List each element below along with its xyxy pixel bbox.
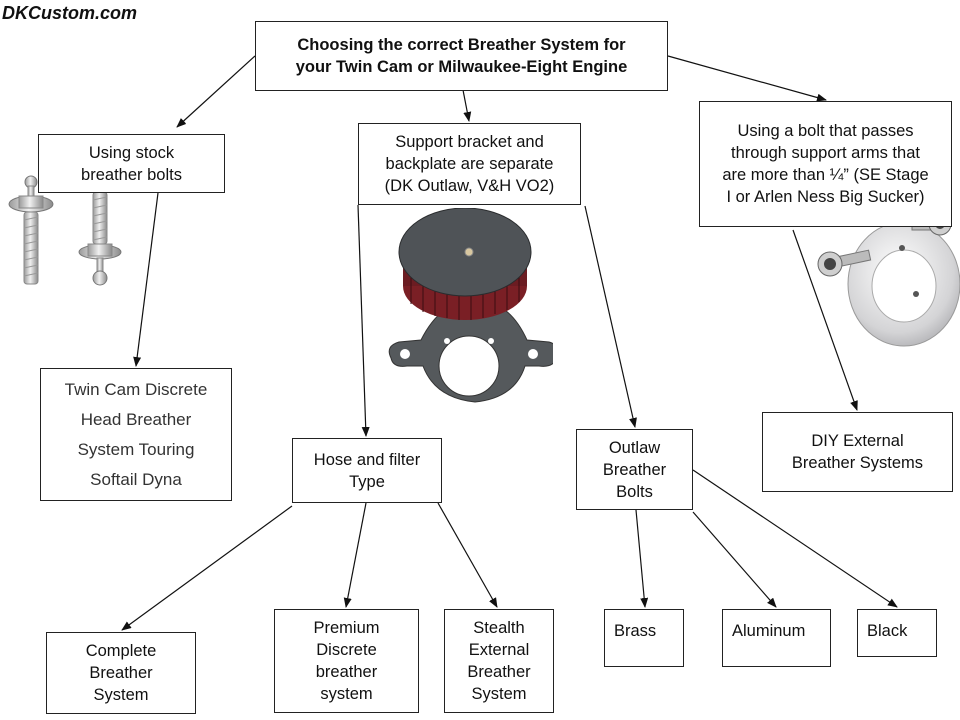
- stealth-external-box: Stealth External Breather System: [444, 609, 554, 713]
- complete-breather-box: Complete Breather System: [46, 632, 196, 714]
- arrow-root-to-bracket: [462, 89, 472, 122]
- arrow-outlaw-to-aluminum: [692, 511, 777, 608]
- list-item: Head Breather: [80, 409, 192, 429]
- outlaw-bolts-box: Outlaw Breather Bolts: [576, 429, 693, 510]
- arrow-bracket-to-outlaw: [584, 205, 637, 428]
- arrow-stock-to-list: [133, 192, 159, 367]
- premium-discrete-box: Premium Discrete breather system: [274, 609, 419, 713]
- arrow-root-to-bolt: [667, 55, 827, 102]
- arrow-hose-to-premium: [343, 502, 367, 608]
- arrow-hose-to-stealth: [437, 502, 498, 608]
- air-cleaner-backplate-image: [388, 208, 553, 403]
- black-box: Black: [857, 609, 937, 657]
- support-bracket-box: Support bracket and backplate are separa…: [358, 123, 581, 205]
- arrow-bolt-to-diy: [792, 229, 858, 411]
- list-item: Softail Dyna: [90, 469, 182, 489]
- brass-box: Brass: [604, 609, 684, 667]
- diy-external-box: DIY External Breather Systems: [762, 412, 953, 492]
- root-question-box: Choosing the correct Breather System for…: [255, 21, 668, 91]
- arrow-outlaw-to-black: [692, 469, 898, 608]
- list-item: System Touring: [77, 439, 195, 459]
- twin-cam-discrete-box: Twin Cam Discrete Head Breather System T…: [40, 368, 232, 501]
- support-arm-backplate-image: [817, 212, 960, 347]
- list-item: Twin Cam Discrete: [64, 379, 208, 399]
- aluminum-box: Aluminum: [722, 609, 831, 667]
- arrow-bracket-to-hose: [357, 204, 370, 437]
- arrow-root-to-stock: [176, 55, 256, 128]
- stock-bolts-box: Using stock breather bolts: [38, 134, 225, 193]
- brand-logo: DKCustom.com: [2, 3, 138, 23]
- hose-filter-box: Hose and filter Type: [292, 438, 442, 503]
- arrow-hose-to-complete: [121, 505, 293, 631]
- through-bolt-box: Using a bolt that passes through support…: [699, 101, 952, 227]
- arrow-outlaw-to-brass: [635, 509, 649, 608]
